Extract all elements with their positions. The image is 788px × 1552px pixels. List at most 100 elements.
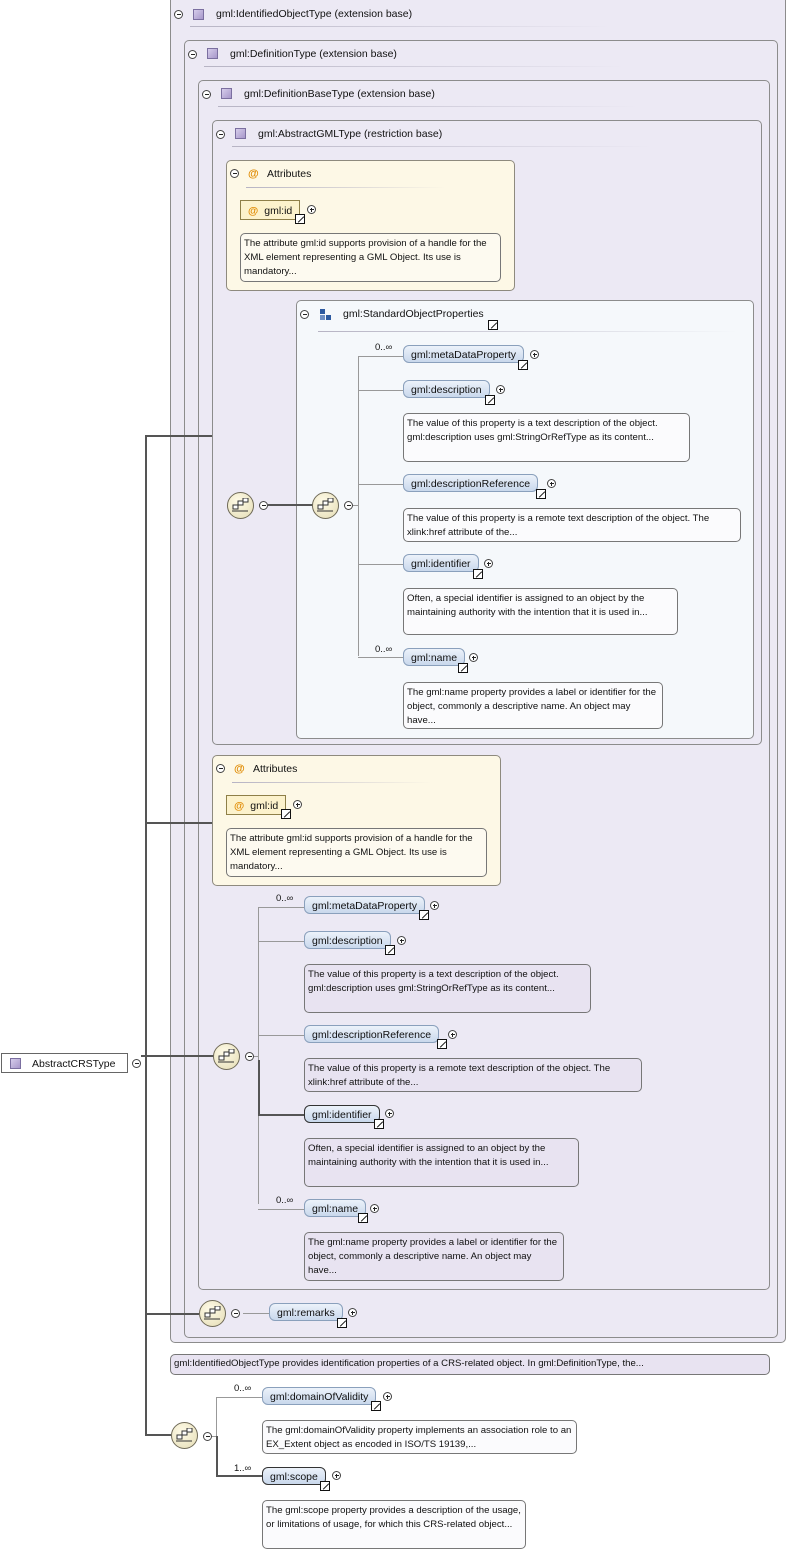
expand-toggle-element[interactable] — [397, 936, 406, 945]
attribute-at-icon: @ — [248, 205, 259, 217]
element-description[interactable]: gml:description — [304, 931, 391, 949]
collapse-toggle-sequence[interactable] — [231, 1309, 240, 1318]
reference-link-icon[interactable] — [485, 395, 495, 405]
collapse-toggle-definition-base[interactable] — [202, 90, 211, 99]
element-identifier[interactable]: gml:identifier — [304, 1105, 380, 1123]
group-title-standard-props: gml:StandardObjectProperties — [343, 308, 484, 320]
expand-toggle-element[interactable] — [370, 1204, 379, 1213]
reference-link-icon[interactable] — [337, 1318, 347, 1328]
collapse-toggle-definition[interactable] — [188, 50, 197, 59]
reference-link-icon[interactable] — [295, 214, 305, 224]
attribute-at-icon: @ — [234, 800, 245, 812]
header-divider — [218, 106, 638, 107]
connector — [258, 1209, 304, 1210]
element-description-reference[interactable]: gml:descriptionReference — [403, 474, 539, 492]
complex-type-icon — [10, 1058, 21, 1069]
root-complex-type[interactable]: AbstractCRSType — [1, 1053, 128, 1073]
expand-toggle-attribute[interactable] — [293, 800, 302, 809]
reference-link-icon[interactable] — [320, 1481, 330, 1491]
trunk-branch — [145, 1313, 199, 1315]
expand-toggle-element[interactable] — [332, 1471, 341, 1480]
element-doc-scope: The gml:scope property provides a descri… — [262, 1500, 526, 1549]
sequence-compositor-icon[interactable] — [227, 492, 254, 519]
sequence-compositor-icon[interactable] — [213, 1043, 240, 1070]
extension-label-definition-base: gml:DefinitionBaseType (extension base) — [244, 88, 435, 100]
connector — [258, 1035, 304, 1036]
expand-toggle-element[interactable] — [430, 901, 439, 910]
element-description[interactable]: gml:description — [403, 380, 490, 398]
connector — [243, 1313, 269, 1314]
header-divider — [318, 331, 738, 332]
reference-link-icon[interactable] — [374, 1119, 384, 1129]
element-metadata-property[interactable]: gml:metaDataProperty — [403, 345, 525, 363]
collapse-toggle-sequence[interactable] — [245, 1052, 254, 1061]
sequence-compositor-icon[interactable] — [199, 1300, 226, 1327]
collapse-toggle-abstract-gml[interactable] — [216, 130, 225, 139]
reference-link-icon[interactable] — [419, 910, 429, 920]
expand-toggle-element[interactable] — [385, 1109, 394, 1118]
trunk-line — [145, 435, 147, 1435]
element-description-reference[interactable]: gml:descriptionReference — [304, 1025, 440, 1043]
reference-link-icon[interactable] — [518, 360, 528, 370]
expand-toggle-element[interactable] — [469, 653, 478, 662]
element-name[interactable]: gml:name — [304, 1199, 367, 1217]
sequence-compositor-icon[interactable] — [312, 492, 339, 519]
reference-link-icon[interactable] — [281, 809, 291, 819]
element-doc-description: The value of this property is a text des… — [304, 964, 591, 1013]
type-doc-identified-object: gml:IdentifiedObjectType provides identi… — [170, 1354, 770, 1375]
element-scope[interactable]: gml:scope — [262, 1467, 326, 1485]
element-metadata-property[interactable]: gml:metaDataProperty — [304, 896, 426, 914]
group-icon — [320, 309, 331, 320]
expand-toggle-element[interactable] — [448, 1030, 457, 1039]
root-label: AbstractCRSType — [32, 1058, 116, 1070]
expand-toggle-element[interactable] — [547, 479, 556, 488]
reference-link-icon[interactable] — [371, 1401, 381, 1411]
expand-toggle-element[interactable] — [484, 559, 493, 568]
expand-toggle-element[interactable] — [496, 385, 505, 394]
expand-toggle-element[interactable] — [348, 1308, 357, 1317]
trunk-branch — [145, 435, 212, 437]
multiplicity-label: 0..∞ — [276, 893, 294, 904]
complex-type-icon — [221, 88, 232, 99]
element-doc-identifier: Often, a special identifier is assigned … — [304, 1138, 579, 1187]
reference-link-icon[interactable] — [437, 1039, 447, 1049]
connector — [258, 941, 304, 942]
element-doc-identifier: Often, a special identifier is assigned … — [403, 588, 678, 635]
collapse-toggle-standard-props[interactable] — [300, 310, 309, 319]
collapse-toggle-identified[interactable] — [174, 10, 183, 19]
attribute-gml-id-inner[interactable]: @gml:id — [240, 200, 301, 220]
element-remarks[interactable]: gml:remarks — [269, 1303, 343, 1321]
connector — [216, 1397, 262, 1398]
element-identifier[interactable]: gml:identifier — [403, 554, 479, 572]
element-domain-of-validity[interactable]: gml:domainOfValidity — [262, 1387, 377, 1405]
sequence-spine — [358, 356, 359, 656]
expand-toggle-attribute[interactable] — [307, 205, 316, 214]
expand-toggle-element[interactable] — [530, 350, 539, 359]
element-name[interactable]: gml:name — [403, 648, 466, 666]
element-doc-description: The value of this property is a text des… — [403, 413, 690, 462]
extension-label-identified: gml:IdentifiedObjectType (extension base… — [216, 8, 413, 20]
reference-link-icon[interactable] — [358, 1213, 368, 1223]
reference-link-icon[interactable] — [385, 945, 395, 955]
connector — [358, 484, 404, 485]
attribute-doc-inner: The attribute gml:id supports provision … — [240, 233, 501, 282]
reference-link-icon[interactable] — [488, 320, 498, 330]
element-doc-description-reference: The value of this property is a remote t… — [304, 1058, 642, 1092]
collapse-toggle-attributes-outer[interactable] — [216, 764, 225, 773]
connector — [358, 657, 404, 658]
sequence-compositor-icon[interactable] — [171, 1422, 198, 1449]
collapse-toggle-attributes-inner[interactable] — [230, 169, 239, 178]
reference-link-icon[interactable] — [458, 663, 468, 673]
collapse-toggle-sequence[interactable] — [259, 501, 268, 510]
collapse-toggle-sequence[interactable] — [344, 501, 353, 510]
multiplicity-label: 0..∞ — [276, 1195, 294, 1206]
reference-link-icon[interactable] — [473, 569, 483, 579]
element-doc-name: The gml:name property provides a label o… — [304, 1232, 564, 1281]
connector-active — [216, 1436, 218, 1476]
expand-toggle-element[interactable] — [383, 1392, 392, 1401]
header-divider — [232, 782, 432, 783]
collapse-toggle-root[interactable] — [132, 1059, 141, 1068]
reference-link-icon[interactable] — [536, 489, 546, 499]
collapse-toggle-sequence[interactable] — [203, 1432, 212, 1441]
attribute-gml-id-outer[interactable]: @gml:id — [226, 795, 287, 815]
